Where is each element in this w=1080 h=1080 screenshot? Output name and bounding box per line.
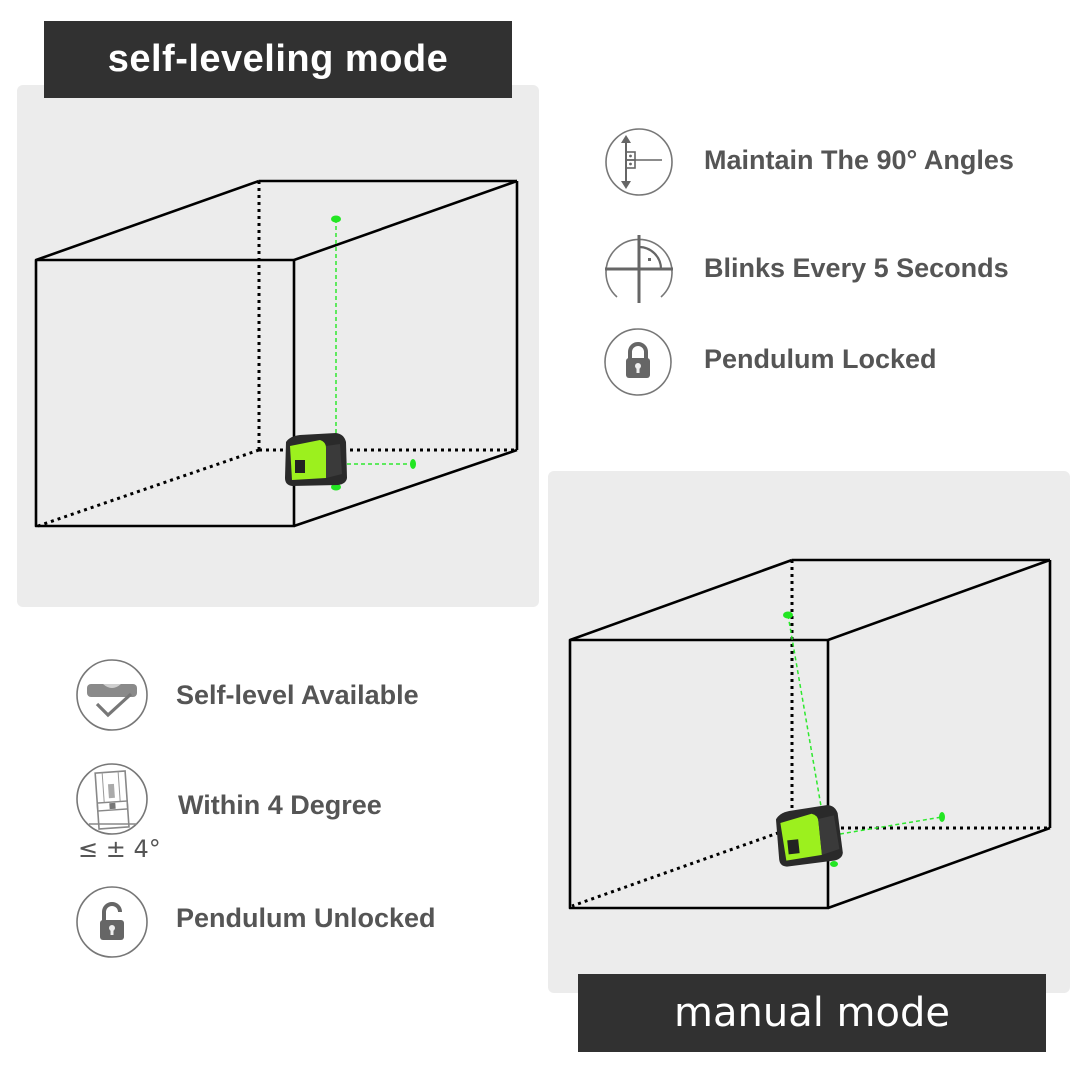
feature-label: Self-level Available — [176, 680, 419, 710]
lock-open-icon — [76, 886, 148, 958]
tilt-device-icon — [76, 763, 148, 835]
feature-pendulum-locked: Pendulum Locked — [704, 344, 937, 375]
tilt-range-note: ≤ ± 4° — [78, 835, 161, 863]
feature-self-level-available: Self-level Available — [176, 680, 419, 711]
feature-blinks-every-5-seconds: Blinks Every 5 Seconds — [704, 253, 1009, 284]
feature-within-4-degree: Within 4 Degree — [178, 790, 382, 821]
laser-device-icon — [775, 805, 843, 867]
feature-label: Pendulum Unlocked — [176, 903, 436, 933]
feature-label: Within 4 Degree — [178, 790, 382, 820]
crosshair-blink-icon — [605, 235, 673, 303]
laser-device-icon — [285, 433, 347, 486]
right-angle-icon — [605, 128, 673, 196]
manual-panel — [548, 471, 1070, 993]
self-leveling-panel — [17, 85, 539, 607]
level-check-icon — [76, 659, 148, 731]
lock-closed-icon — [604, 328, 672, 396]
feature-pendulum-unlocked: Pendulum Unlocked — [176, 903, 436, 934]
feature-maintain-90-angles: Maintain The 90° Angles — [704, 145, 1014, 176]
manual-mode-title: manual mode — [578, 974, 1046, 1052]
feature-label: Maintain The 90° Angles — [704, 145, 1014, 175]
feature-label: Pendulum Locked — [704, 344, 937, 374]
feature-label: Blinks Every 5 Seconds — [704, 253, 1009, 283]
self-leveling-mode-title: self-leveling mode — [44, 21, 512, 98]
